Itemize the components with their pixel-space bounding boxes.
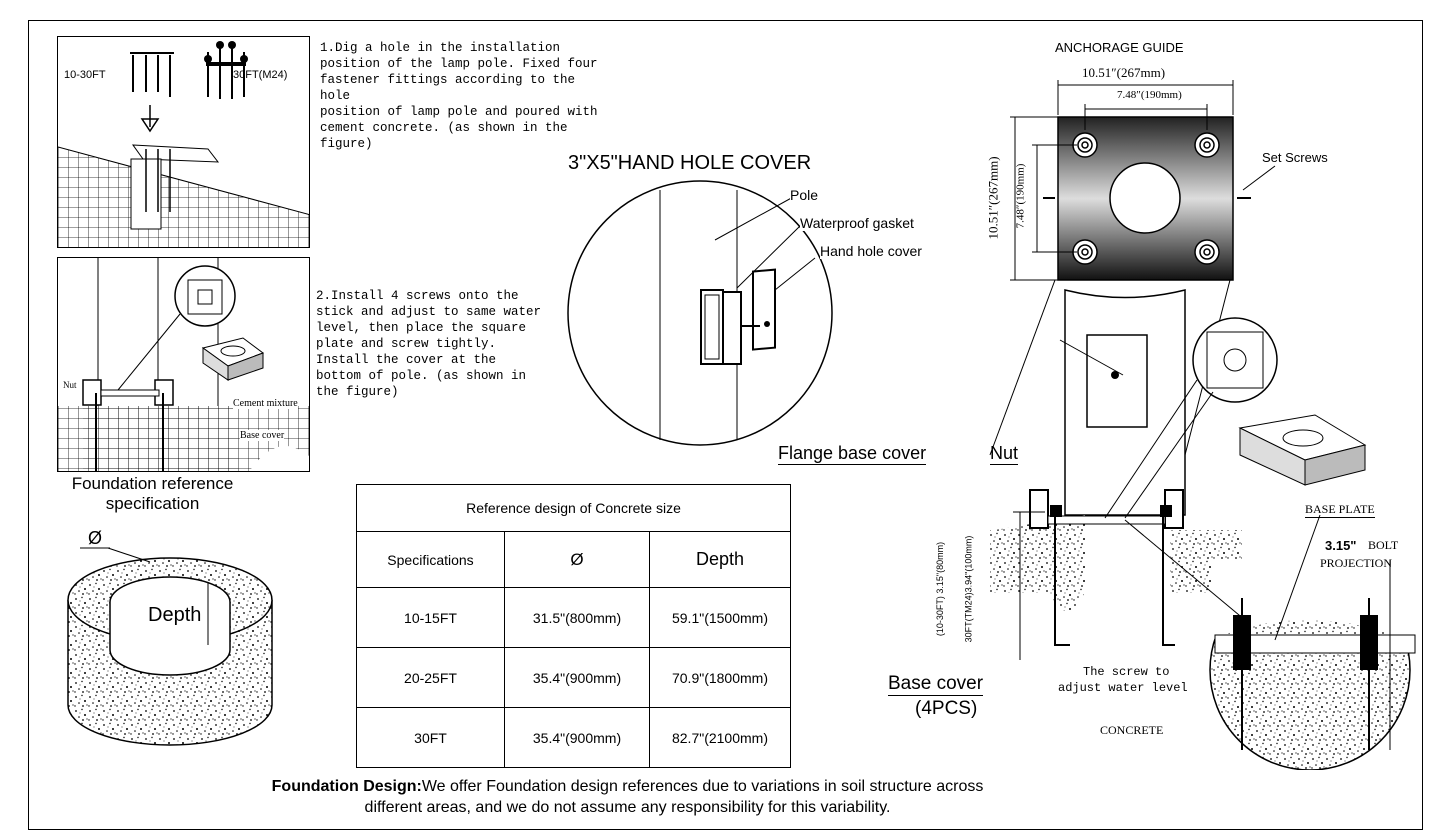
projection-label: PROJECTION: [1320, 556, 1393, 570]
foundation-design-note: Foundation Design:We offer Foundation de…: [0, 776, 1255, 818]
hand-hole-title: 3"X5"HAND HOLE COVER: [568, 152, 812, 174]
pole-label: Pole: [790, 187, 819, 203]
hand-hole-cover-label: Hand hole cover: [820, 243, 922, 259]
anchorage-title: ANCHORAGE GUIDE: [1055, 40, 1184, 55]
foundation-cylinder-illustration: [67, 547, 273, 746]
base-cover-label: Base cover: [240, 430, 285, 441]
dim-inner-width: 7.48″(190mm): [1117, 89, 1182, 101]
table-cell: 30FT: [356, 707, 505, 768]
concrete-label: CONCRETE: [1100, 723, 1164, 737]
table-cell: 82.7"(2100mm): [649, 707, 791, 768]
table-cell: 31.5"(800mm): [504, 587, 650, 648]
diameter-label: Ø: [88, 528, 103, 548]
bolt-projection-value: 3.15": [1325, 538, 1357, 553]
pole-assembly-drawing: [989, 280, 1416, 770]
table-caption: Reference design of Concrete size: [356, 484, 791, 532]
table-cell: 35.4"(900mm): [504, 707, 650, 768]
concrete-size-table: Reference design of Concrete size Specif…: [356, 484, 791, 768]
note-line1: We offer Foundation design references du…: [421, 778, 984, 795]
table-header: Depth: [649, 531, 791, 588]
bolt-projection-word: BOLT: [1368, 538, 1399, 552]
hand-hole-detail-circle: [567, 180, 833, 446]
assembly-base-cover-label: Base cover: [888, 673, 984, 696]
nut-label: Nut: [63, 380, 77, 390]
table-cell: 70.9"(1800mm): [649, 647, 791, 708]
gasket-label: Waterproof gasket: [800, 215, 914, 231]
note-heading: Foundation Design:: [271, 778, 422, 795]
bolt-label-m24: 30FT(M24): [233, 69, 288, 81]
cement-label: Cement mixture: [233, 398, 298, 409]
step1-instructions: 1.Dig a hole in the installation positio…: [320, 41, 598, 151]
table-cell: 20-25FT: [356, 647, 505, 708]
table-header: Ø: [504, 531, 650, 588]
set-screws-label: Set Screws: [1262, 150, 1328, 165]
step1-figure: 10-30FT 30FT(M24): [57, 36, 310, 248]
table-row: 10-15FT 31.5"(800mm) 59.1"(1500mm): [356, 587, 791, 648]
dim-inner-height: 7.48″(190mm): [1014, 163, 1027, 229]
pole-base-install-illustration: [58, 258, 309, 471]
screw-label-line1: The screw to: [1083, 665, 1170, 679]
table-cell: 59.1"(1500mm): [649, 587, 791, 648]
drawing-frame: [28, 20, 1423, 830]
assembly-nut-label: Nut: [990, 443, 1019, 465]
bolt-dim-left2: 30FT(TM24)3.94"(100mm): [963, 535, 974, 643]
flange-base-cover-label: Flange base cover: [778, 443, 927, 465]
dim-outer-height: 10.51″(267mm): [985, 156, 1001, 240]
assembly-pcs-label: (4PCS): [915, 698, 978, 719]
note-line2: different areas, and we do not assume an…: [364, 799, 891, 816]
anchorage-plate-drawing: [1010, 80, 1276, 281]
depth-label: Depth: [148, 604, 202, 626]
step2-figure: Nut Cement mixture Base cover: [57, 257, 310, 472]
table-header: Specifications: [356, 531, 505, 588]
table-row: 20-25FT 35.4"(900mm) 70.9"(1800mm): [356, 647, 791, 708]
bolt-dim-left: (10-30FT) 3.15"(80mm): [935, 541, 946, 637]
bolt-label-short: 10-30FT: [64, 69, 106, 81]
foundation-title: Foundation reference specification: [71, 474, 234, 513]
table-row: 30FT 35.4"(900mm) 82.7"(2100mm): [356, 707, 791, 768]
screw-label-line2: adjust water level: [1058, 681, 1188, 695]
table-cell: 10-15FT: [356, 587, 505, 648]
step2-instructions: 2.Install 4 screws onto the stick and ad…: [316, 289, 542, 399]
anchor-bolt-hole-illustration: [58, 41, 309, 247]
dim-outer-width: 10.51″(267mm): [1082, 65, 1166, 80]
base-plate-label: BASE PLATE: [1305, 502, 1375, 518]
table-cell: 35.4"(900mm): [504, 647, 650, 708]
